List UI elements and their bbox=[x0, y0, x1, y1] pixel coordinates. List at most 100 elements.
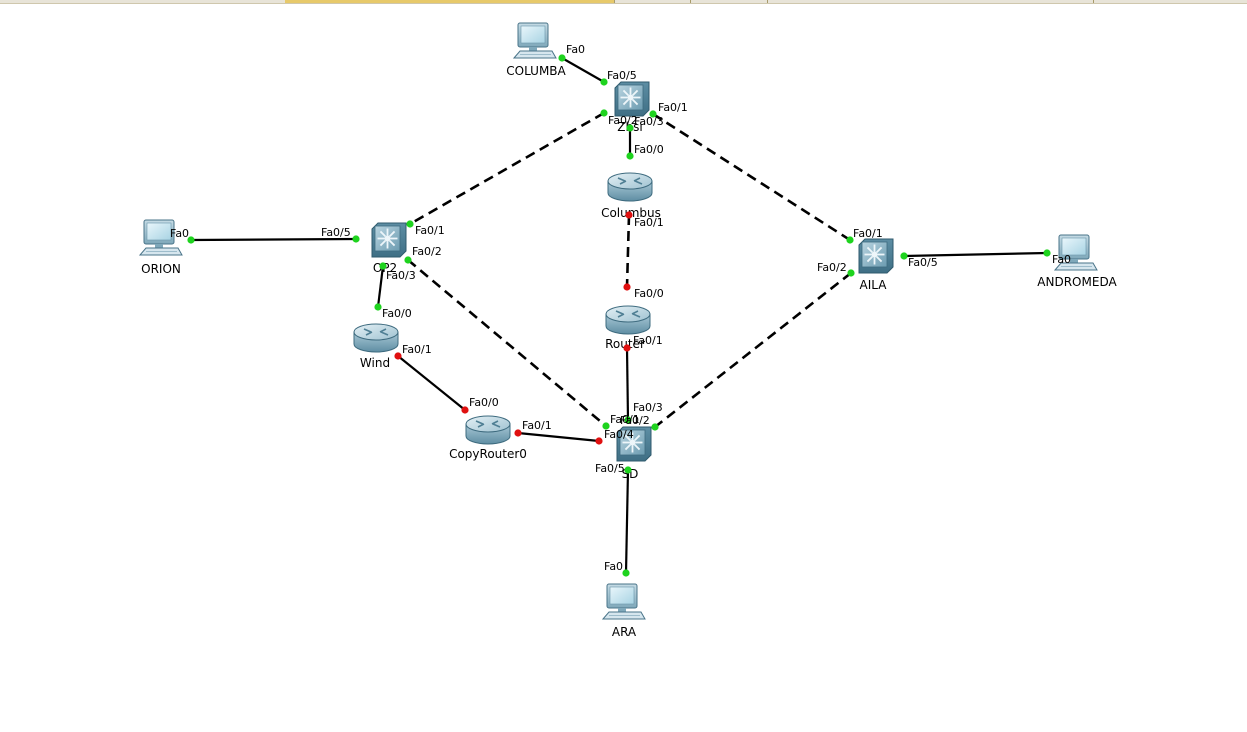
port-label: Fa0/1 bbox=[634, 216, 664, 229]
link-zhsi-aila[interactable] bbox=[652, 112, 851, 242]
toolbar-highlight bbox=[285, 0, 615, 3]
device-label-andromeda: ANDROMEDA bbox=[1037, 275, 1117, 289]
link-sd-ara[interactable] bbox=[624, 469, 630, 574]
port-status-dot bbox=[514, 429, 522, 437]
port-status-dot bbox=[602, 422, 610, 430]
port-label: Fa0/0 bbox=[634, 143, 664, 156]
port-label: Fa0 bbox=[1052, 253, 1071, 266]
port-status-dot bbox=[187, 236, 195, 244]
port-label: Fa0/1 bbox=[853, 227, 883, 240]
port-status-dot bbox=[626, 124, 634, 132]
pc-icon[interactable] bbox=[1053, 234, 1098, 271]
port-status-dot bbox=[461, 406, 469, 414]
port-status-dot bbox=[558, 54, 566, 62]
port-label: Fa0/1 bbox=[415, 224, 445, 237]
port-status-dot bbox=[651, 423, 659, 431]
links-layer bbox=[190, 57, 1048, 574]
link-aila-andromeda[interactable] bbox=[903, 251, 1048, 258]
multilayer-switch-icon[interactable] bbox=[614, 81, 650, 117]
port-status-dot bbox=[625, 211, 633, 219]
port-status-dot bbox=[623, 283, 631, 291]
toolbar-separator bbox=[614, 0, 615, 3]
port-label: Fa0/5 bbox=[321, 226, 351, 239]
port-label: Fa0/2 bbox=[608, 114, 638, 127]
port-status-dot bbox=[847, 269, 855, 277]
link-columbus-router0[interactable] bbox=[625, 214, 631, 288]
port-label: Fa0/5 bbox=[908, 256, 938, 269]
port-status-dot bbox=[623, 344, 631, 352]
port-status-dot bbox=[595, 437, 603, 445]
port-status-dot bbox=[624, 466, 632, 474]
router-icon[interactable] bbox=[465, 415, 511, 445]
port-status-dot bbox=[406, 220, 414, 228]
toolbar-separator bbox=[1093, 0, 1094, 3]
multilayer-switch-icon[interactable] bbox=[858, 238, 894, 274]
port-status-dot bbox=[626, 152, 634, 160]
port-label: Fa0/2 bbox=[817, 261, 847, 274]
port-label: Fa0/3 bbox=[634, 115, 664, 128]
port-status-dot bbox=[394, 352, 402, 360]
port-label: Fa0/1 bbox=[610, 413, 640, 426]
link-aila-sd[interactable] bbox=[654, 271, 852, 429]
multilayer-switch-icon[interactable] bbox=[616, 426, 652, 462]
device-label-copyrouter0: CopyRouter0 bbox=[449, 447, 527, 461]
port-label: Fa0/1 bbox=[633, 334, 663, 347]
router-icon[interactable] bbox=[605, 305, 651, 335]
port-label: Fa0/0 bbox=[634, 287, 664, 300]
device-label-wind: Wind bbox=[360, 356, 390, 370]
router-icon[interactable] bbox=[353, 323, 399, 353]
port-status-dot bbox=[600, 109, 608, 117]
port-label: Fa0/5 bbox=[595, 462, 625, 475]
link-orion-op2[interactable] bbox=[190, 237, 357, 242]
port-status-dot bbox=[846, 236, 854, 244]
toolbar-separator bbox=[690, 0, 691, 3]
port-label: Fa0/1 bbox=[522, 419, 552, 432]
port-label: Fa0/3 bbox=[633, 401, 663, 414]
port-labels-layer: Fa0Fa0/5Fa0/2Fa0/1Fa0/1Fa0/1Fa0/3Fa0/0Fa… bbox=[170, 43, 1071, 573]
port-status-dot bbox=[624, 416, 632, 424]
device-label-router0: Router bbox=[605, 337, 645, 351]
link-router0-sd[interactable] bbox=[625, 347, 630, 421]
port-label: Fa0/5 bbox=[607, 69, 637, 82]
port-status-dot bbox=[622, 569, 630, 577]
port-label: Fa0/3 bbox=[386, 269, 416, 282]
port-label: Fa0/2 bbox=[620, 414, 650, 427]
port-label: Fa0/1 bbox=[658, 101, 688, 114]
device-label-columba: COLUMBA bbox=[506, 64, 566, 78]
pc-icon[interactable] bbox=[512, 22, 557, 59]
toolbar-separator bbox=[767, 0, 768, 3]
device-label-aila: AILA bbox=[860, 278, 888, 292]
port-label: Fa0 bbox=[604, 560, 623, 573]
port-status-dot bbox=[374, 303, 382, 311]
link-wind-copyrouter0[interactable] bbox=[397, 355, 466, 411]
port-status-dot bbox=[600, 78, 608, 86]
top-toolbar-strip bbox=[0, 0, 1247, 4]
link-columba-zhsi[interactable] bbox=[561, 57, 605, 83]
port-status-dot bbox=[404, 256, 412, 264]
multilayer-switch-icon[interactable] bbox=[371, 222, 407, 258]
link-op2-sd[interactable] bbox=[407, 259, 607, 427]
port-label: Fa0/1 bbox=[402, 343, 432, 356]
router-icon[interactable] bbox=[607, 172, 653, 202]
port-status-layer bbox=[187, 54, 1051, 577]
port-label: Fa0 bbox=[566, 43, 585, 56]
link-zhsi-op2[interactable] bbox=[409, 111, 605, 226]
device-label-orion: ORION bbox=[141, 262, 181, 276]
device-label-ara: ARA bbox=[612, 625, 637, 639]
port-status-dot bbox=[352, 235, 360, 243]
port-label: Fa0/0 bbox=[469, 396, 499, 409]
link-op2-wind[interactable] bbox=[376, 265, 385, 308]
port-status-dot bbox=[379, 262, 387, 270]
port-status-dot bbox=[649, 110, 657, 118]
link-copyrouter0-sd[interactable] bbox=[517, 431, 600, 443]
port-label: Fa0/2 bbox=[412, 245, 442, 258]
pc-icon[interactable] bbox=[138, 219, 183, 256]
pc-icon[interactable] bbox=[601, 583, 646, 620]
port-status-dot bbox=[900, 252, 908, 260]
devices-layer: COLUMBAZhsiORIONOP2ColumbusAILAANDROMEDA… bbox=[138, 22, 1117, 639]
port-label: Fa0/0 bbox=[382, 307, 412, 320]
port-label: Fa0/4 bbox=[604, 428, 634, 441]
port-label: Fa0 bbox=[170, 227, 189, 240]
port-status-dot bbox=[1043, 249, 1051, 257]
